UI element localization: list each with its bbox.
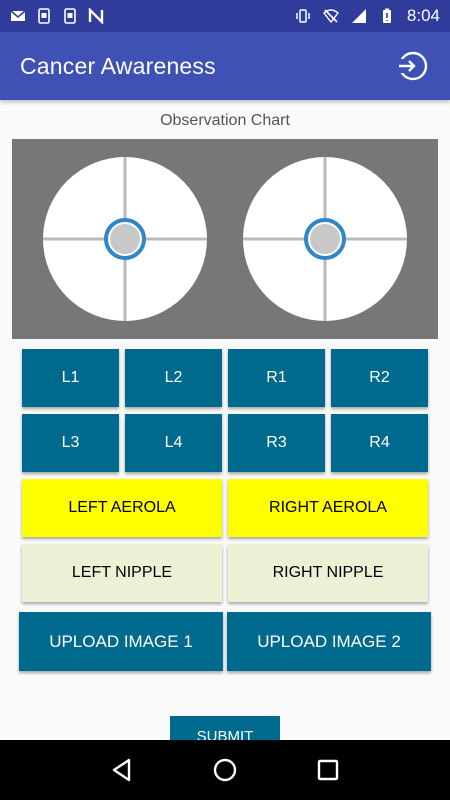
chart-caption: Observation Chart xyxy=(160,112,290,129)
app-bar: Cancer Awareness xyxy=(0,32,450,100)
app-title: Cancer Awareness xyxy=(20,52,216,79)
vibrate-icon xyxy=(296,9,310,23)
observation-chart xyxy=(12,139,438,339)
left-aerola-button[interactable]: LEFT AEROLA xyxy=(22,479,222,537)
l3-button[interactable]: L3 xyxy=(22,414,119,472)
status-bar: 8:04 xyxy=(0,0,450,32)
back-button[interactable] xyxy=(102,750,142,790)
left-nipple-button[interactable]: LEFT NIPPLE xyxy=(22,544,222,602)
navigation-bar xyxy=(0,740,450,800)
right-nipple-marker xyxy=(310,224,340,254)
l2-button[interactable]: L2 xyxy=(125,349,222,407)
l4-button[interactable]: L4 xyxy=(125,414,222,472)
signal-icon xyxy=(351,9,366,23)
right-nipple-button[interactable]: RIGHT NIPPLE xyxy=(228,544,428,602)
l1-button[interactable]: L1 xyxy=(22,349,119,407)
clock: 8:04 xyxy=(406,6,440,25)
screenshot-icon xyxy=(38,8,50,24)
r2-button[interactable]: R2 xyxy=(331,349,428,407)
system-icons: 8:04 xyxy=(295,6,440,26)
recents-icon xyxy=(318,759,339,781)
r4-button[interactable]: R4 xyxy=(331,414,428,472)
left-nipple-marker xyxy=(110,224,140,254)
n-logo-icon xyxy=(88,8,104,24)
upload-image-1-button[interactable]: UPLOAD IMAGE 1 xyxy=(19,612,223,671)
logout-icon xyxy=(397,51,428,81)
wifi-off-icon xyxy=(322,9,339,24)
home-button[interactable] xyxy=(205,750,245,790)
logout-button[interactable] xyxy=(394,48,430,84)
back-icon xyxy=(112,758,130,782)
right-breast-diagram[interactable] xyxy=(243,157,407,321)
breast-diagram xyxy=(43,157,407,321)
recents-button[interactable] xyxy=(308,750,348,790)
gmail-icon xyxy=(10,10,26,21)
r3-button[interactable]: R3 xyxy=(228,414,325,472)
battery-icon xyxy=(382,8,391,23)
upload-image-2-button[interactable]: UPLOAD IMAGE 2 xyxy=(227,612,431,671)
home-icon xyxy=(213,758,237,782)
right-aerola-button[interactable]: RIGHT AEROLA xyxy=(228,479,428,537)
notification-icons xyxy=(10,8,104,24)
r1-button[interactable]: R1 xyxy=(228,349,325,407)
screenshot-icon xyxy=(64,8,76,24)
left-breast-diagram[interactable] xyxy=(43,157,207,321)
